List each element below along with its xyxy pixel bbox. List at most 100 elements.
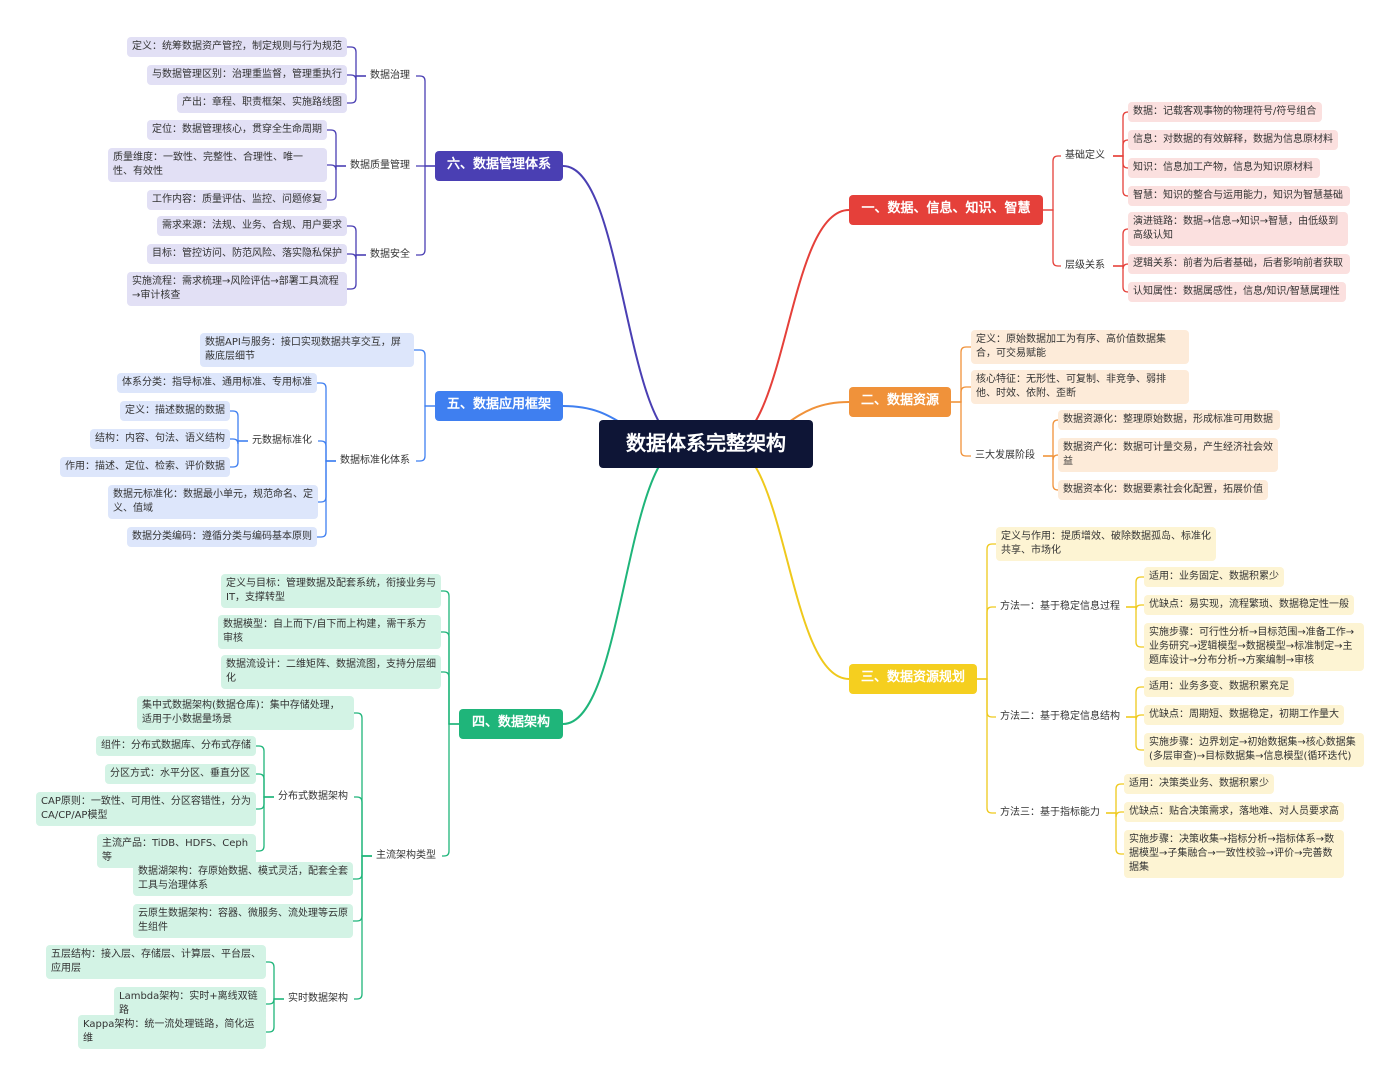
connector-line — [230, 440, 248, 468]
b2-leaf-2[interactable]: 核心特征：无形性、可复制、非竞争、弱排他、时效、依附、歪断 — [971, 370, 1189, 404]
b6-leaf-5[interactable]: 质量维度：一致性、完整性、合理性、唯一性、有效性 — [108, 148, 327, 182]
connector-line — [1126, 716, 1144, 751]
connector-line — [441, 590, 459, 725]
b3-leaf-3[interactable]: 优缺点：易实现，流程繁琐、数据稳定性一般 — [1144, 595, 1354, 615]
b5-leaf-6[interactable]: 数据元标准化：数据最小单元，规范命名、定义、值域 — [108, 485, 318, 519]
b6-leaf-8[interactable]: 目标：管控访问、防范风险、落实隐私保护 — [147, 244, 347, 264]
b3-leaf-8[interactable]: 适用：决策类业务、数据积累少 — [1124, 774, 1274, 794]
branch-1[interactable]: 一、数据、信息、知识、智慧 — [849, 195, 1043, 225]
b4-leaf-9[interactable]: 数据湖架构：存原始数据、模式灵活，配套全套工具与治理体系 — [133, 862, 353, 896]
b5-leaf-3[interactable]: 定义：描述数据的数据 — [120, 401, 230, 421]
b3-leaf-6[interactable]: 优缺点：周期短、数据稳定，初期工作量大 — [1144, 705, 1344, 725]
connector-line — [414, 349, 435, 407]
connector-line — [347, 75, 366, 104]
connector-line — [1106, 812, 1124, 855]
connector-line — [347, 46, 366, 77]
b3-leaf-2[interactable]: 适用：业务固定、数据积累少 — [1144, 567, 1284, 587]
b5-leaf-7[interactable]: 数据分类编码：遵循分类与编码基本原则 — [127, 527, 317, 547]
b3-leaf-1[interactable]: 定义与作用：提质增效、破除数据孤岛、标准化共享、市场化 — [996, 527, 1216, 561]
connector-line — [318, 460, 336, 503]
b4-leaf-7[interactable]: CAP原则：一致性、可用性、分区容错性，分为CA/CP/AP模型 — [36, 792, 256, 826]
b6-sub-security[interactable]: 数据安全 — [370, 249, 410, 260]
b6-leaf-3[interactable]: 产出：章程、职责框架、实施路线图 — [177, 93, 347, 113]
b4-leaf-10[interactable]: 云原生数据架构：容器、微服务、流处理等云原生组件 — [133, 904, 353, 938]
b4-leaf-3[interactable]: 数据流设计：二维矩阵、数据流图，支持分层细化 — [221, 655, 441, 689]
connector-line — [347, 225, 366, 256]
b1-leaf-6[interactable]: 逻辑关系：前者为后者基础，后者影响前者获取 — [1128, 254, 1350, 274]
b1-sub-hierarchy[interactable]: 层级关系 — [1065, 260, 1105, 271]
b1-leaf-5[interactable]: 演进链路：数据→信息→知识→智慧，由低级到高级认知 — [1128, 212, 1348, 246]
b6-leaf-6[interactable]: 工作内容：质量评估、监控、问题修复 — [147, 190, 327, 210]
b4-leaf-11[interactable]: 五层结构：接入层、存储层、计算层、平台层、应用层 — [46, 945, 266, 979]
b4-sub-realtime[interactable]: 实时数据架构 — [288, 993, 348, 1004]
branch-3[interactable]: 三、数据资源规划 — [849, 664, 977, 694]
connector-line — [441, 671, 459, 725]
b2-leaf-1[interactable]: 定义：原始数据加工为有序、高价值数据集合，可交易赋能 — [971, 330, 1189, 364]
branch-4[interactable]: 四、数据架构 — [459, 709, 563, 739]
b1-leaf-7[interactable]: 认知属性：数据属感性，信息/知识/智慧属理性 — [1128, 282, 1346, 302]
b4-leaf-4[interactable]: 集中式数据架构(数据仓库)：集中存储处理，适用于小数据量场景 — [137, 696, 354, 730]
b4-leaf-1[interactable]: 定义与目标：管理数据及配套系统，衔接业务与IT，支撑转型 — [221, 574, 441, 608]
connector-line — [266, 998, 284, 1005]
connector-line — [327, 165, 346, 201]
root-node[interactable]: 数据体系完整架构 — [599, 420, 813, 468]
b2-leaf-4[interactable]: 数据资产化：数据可计量交易，产生经济社会效益 — [1058, 438, 1278, 472]
b1-sub-basic-definition[interactable]: 基础定义 — [1065, 150, 1105, 161]
connector-line — [416, 165, 435, 256]
b4-leaf-2[interactable]: 数据模型：自上而下/自下而上构建，需干系方审核 — [218, 615, 441, 649]
b2-sub-stages[interactable]: 三大发展阶段 — [975, 450, 1035, 461]
connector-line — [317, 382, 336, 462]
b6-leaf-4[interactable]: 定位：数据管理核心，贯穿全生命周期 — [147, 120, 327, 140]
b6-sub-quality[interactable]: 数据质量管理 — [350, 160, 410, 171]
b5-leaf-5[interactable]: 作用：描述、定位、检索、评价数据 — [60, 457, 230, 477]
b3-leaf-10[interactable]: 实施步骤：决策收集→指标分析→指标体系→数据模型→子集融合→一致性校验→评价→完… — [1124, 830, 1344, 878]
b1-leaf-3[interactable]: 知识：信息加工产物，信息为知识原材料 — [1128, 158, 1320, 178]
connector-line — [256, 745, 274, 798]
b4-sub-distributed[interactable]: 分布式数据架构 — [278, 791, 348, 802]
b3-sub-method-1[interactable]: 方法一：基于稳定信息过程 — [1000, 601, 1120, 612]
b5-leaf-2[interactable]: 体系分类：指导标准、通用标准、专用标准 — [117, 373, 317, 393]
b3-sub-method-3[interactable]: 方法三：基于指标能力 — [1000, 807, 1100, 818]
b3-leaf-4[interactable]: 实施步骤：可行性分析→目标范围→准备工作→业务研究→逻辑模型→数据模型→标准制定… — [1144, 623, 1364, 671]
connector-line — [1113, 228, 1129, 267]
connector-line — [1126, 686, 1144, 718]
b6-leaf-2[interactable]: 与数据管理区别：治理重监督，管理重执行 — [147, 65, 347, 85]
connector-line — [1043, 455, 1059, 491]
branch-2[interactable]: 二、数据资源 — [849, 387, 951, 417]
b3-leaf-5[interactable]: 适用：业务多变、数据积累充足 — [1144, 677, 1294, 697]
b5-leaf-1[interactable]: 数据API与服务：接口实现数据共享交互，屏蔽底层细节 — [200, 333, 414, 367]
b6-leaf-1[interactable]: 定义：统筹数据资产管控，制定规则与行为规范 — [127, 37, 347, 57]
b5-sub-metadata[interactable]: 元数据标准化 — [252, 435, 312, 446]
b1-leaf-1[interactable]: 数据：记载客观事物的物理符号/符号组合 — [1128, 102, 1322, 122]
connector-line — [977, 543, 996, 680]
b4-leaf-13[interactable]: Kappa架构：统一流处理链路，简化运维 — [78, 1015, 266, 1049]
b3-sub-method-2[interactable]: 方法二：基于稳定信息结构 — [1000, 711, 1120, 722]
connector-line — [256, 773, 274, 798]
b6-leaf-7[interactable]: 需求来源：法规、业务、合规、用户要求 — [157, 216, 347, 236]
connector-line — [951, 401, 971, 457]
connector-line — [318, 440, 336, 462]
connector-line — [416, 75, 435, 167]
b2-leaf-3[interactable]: 数据资源化：整理原始数据，形成标准可用数据 — [1058, 410, 1280, 430]
connector-line — [562, 165, 687, 445]
connector-line — [230, 410, 248, 442]
b5-leaf-4[interactable]: 结构：内容、句法、语义结构 — [90, 429, 230, 449]
b6-leaf-9[interactable]: 实施流程：需求梳理→风险评估→部署工具流程→审计核查 — [127, 272, 347, 306]
connector-line — [317, 460, 336, 538]
connector-line — [266, 998, 284, 1033]
b4-leaf-5[interactable]: 组件：分布式数据库、分布式存储 — [96, 736, 256, 756]
b1-leaf-2[interactable]: 信息：对数据的有效解释，数据为信息原材料 — [1128, 130, 1338, 150]
b5-sub-standard-system[interactable]: 数据标准化体系 — [340, 455, 410, 466]
connector-line — [354, 855, 372, 1000]
b4-leaf-6[interactable]: 分区方式：水平分区、垂直分区 — [105, 764, 256, 784]
b1-leaf-4[interactable]: 智慧：知识的整合与运用能力，知识为智慧基础 — [1128, 186, 1350, 206]
b2-leaf-5[interactable]: 数据资本化：数据要素社会化配置，拓展价值 — [1058, 480, 1268, 500]
b3-leaf-9[interactable]: 优缺点：贴合决策需求，落地难、对人员要求高 — [1124, 802, 1344, 822]
b3-leaf-7[interactable]: 实施步骤：边界划定→初始数据集→核心数据集(多层审查)→目标数据集→信息模型(循… — [1144, 733, 1364, 767]
b4-sub-arch-types[interactable]: 主流架构类型 — [376, 850, 436, 861]
branch-6[interactable]: 六、数据管理体系 — [435, 151, 563, 181]
b6-sub-governance[interactable]: 数据治理 — [370, 70, 410, 81]
connector-line — [347, 254, 366, 290]
branch-5[interactable]: 五、数据应用框架 — [435, 391, 563, 421]
